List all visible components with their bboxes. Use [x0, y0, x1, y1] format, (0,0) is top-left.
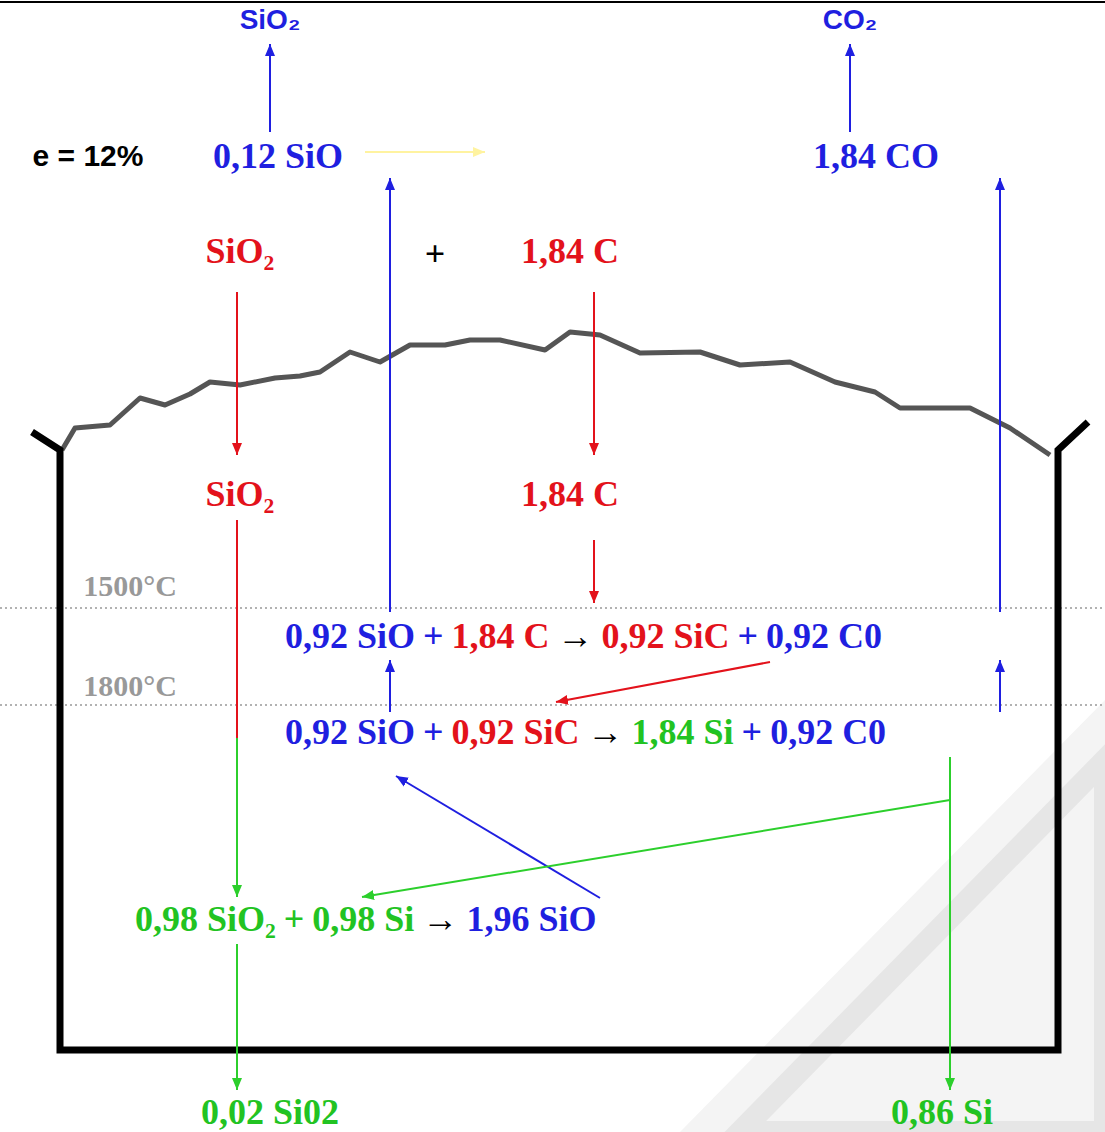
- gas-species: 0,12 SiO: [213, 137, 343, 177]
- reaction-species: 0,92 SiO: [285, 713, 415, 753]
- gas-flow-arrow: [389, 660, 391, 712]
- yield-note: e = 12%: [33, 139, 144, 172]
- plus-sign: +: [425, 235, 446, 275]
- gas-flow-arrow: [269, 44, 271, 132]
- reaction-species: 0,98 SiO₂: [135, 900, 276, 940]
- charge-flow-arrow: [593, 292, 595, 455]
- reaction-species: 0,92 SiC: [452, 713, 580, 753]
- gas-flow-arrow: [999, 178, 1001, 612]
- tapped-product: 0,86 Si: [891, 1093, 993, 1132]
- gas-flow-arrow: [396, 776, 600, 898]
- temperature-level: [0, 607, 1105, 609]
- charge-species: 1,84 C: [521, 232, 619, 272]
- reaction-species: 1,96 SiO: [466, 900, 596, 940]
- melt-flow-arrow: [236, 944, 238, 1090]
- reaction-species: 0,92 SiO: [285, 617, 415, 657]
- temperature-label: 1500°C: [83, 569, 177, 602]
- plus-sign: +: [284, 900, 305, 940]
- temperature-label: 1800°C: [83, 669, 177, 702]
- plus-sign: +: [423, 617, 444, 657]
- faint-arrow: [365, 151, 485, 153]
- watermark: [680, 700, 1105, 1132]
- off-gas-product: SiO₂: [240, 5, 301, 36]
- reaction-arrow: →: [422, 900, 458, 940]
- header-rule: [0, 1, 1105, 3]
- gas-flow-arrow: [389, 178, 391, 612]
- melt-flow-arrow: [362, 800, 950, 897]
- melt-flow-arrow: [236, 738, 238, 897]
- charge-species: SiO₂: [206, 475, 275, 515]
- charge-species: 1,84 C: [521, 475, 619, 515]
- watermark: [740, 760, 1105, 1132]
- reaction-species: 0,92 C0: [766, 617, 882, 657]
- temperature-level: [0, 704, 1105, 706]
- off-gas-product: CO₂: [823, 5, 877, 36]
- reaction-species: 0,92 SiC: [602, 617, 730, 657]
- charge-species: SiO₂: [206, 232, 275, 272]
- plus-sign: +: [738, 617, 759, 657]
- melt-flow-arrow: [949, 757, 951, 1090]
- charge-flow-arrow: [236, 292, 238, 455]
- reaction-species: 1,84 Si: [632, 713, 734, 753]
- tapped-product: 0,02 Si02: [201, 1093, 339, 1132]
- reaction-arrow: →: [558, 617, 594, 657]
- reaction-arrow: →: [588, 713, 624, 753]
- gas-species: 1,84 CO: [813, 137, 939, 177]
- charge-flow-arrow: [593, 540, 595, 603]
- charge-flow-line: [236, 520, 238, 738]
- charge-flow-arrow: [556, 662, 770, 702]
- reaction-species: 0,98 Si: [312, 900, 414, 940]
- reaction-species: 1,84 C: [452, 617, 550, 657]
- gas-flow-arrow: [999, 660, 1001, 712]
- furnace-vessel: [32, 422, 1088, 1050]
- burden-surface: [62, 332, 1050, 455]
- plus-sign: +: [423, 713, 444, 753]
- reaction-species: 0,92 C0: [770, 713, 886, 753]
- gas-flow-arrow: [849, 44, 851, 132]
- plus-sign: +: [742, 713, 763, 753]
